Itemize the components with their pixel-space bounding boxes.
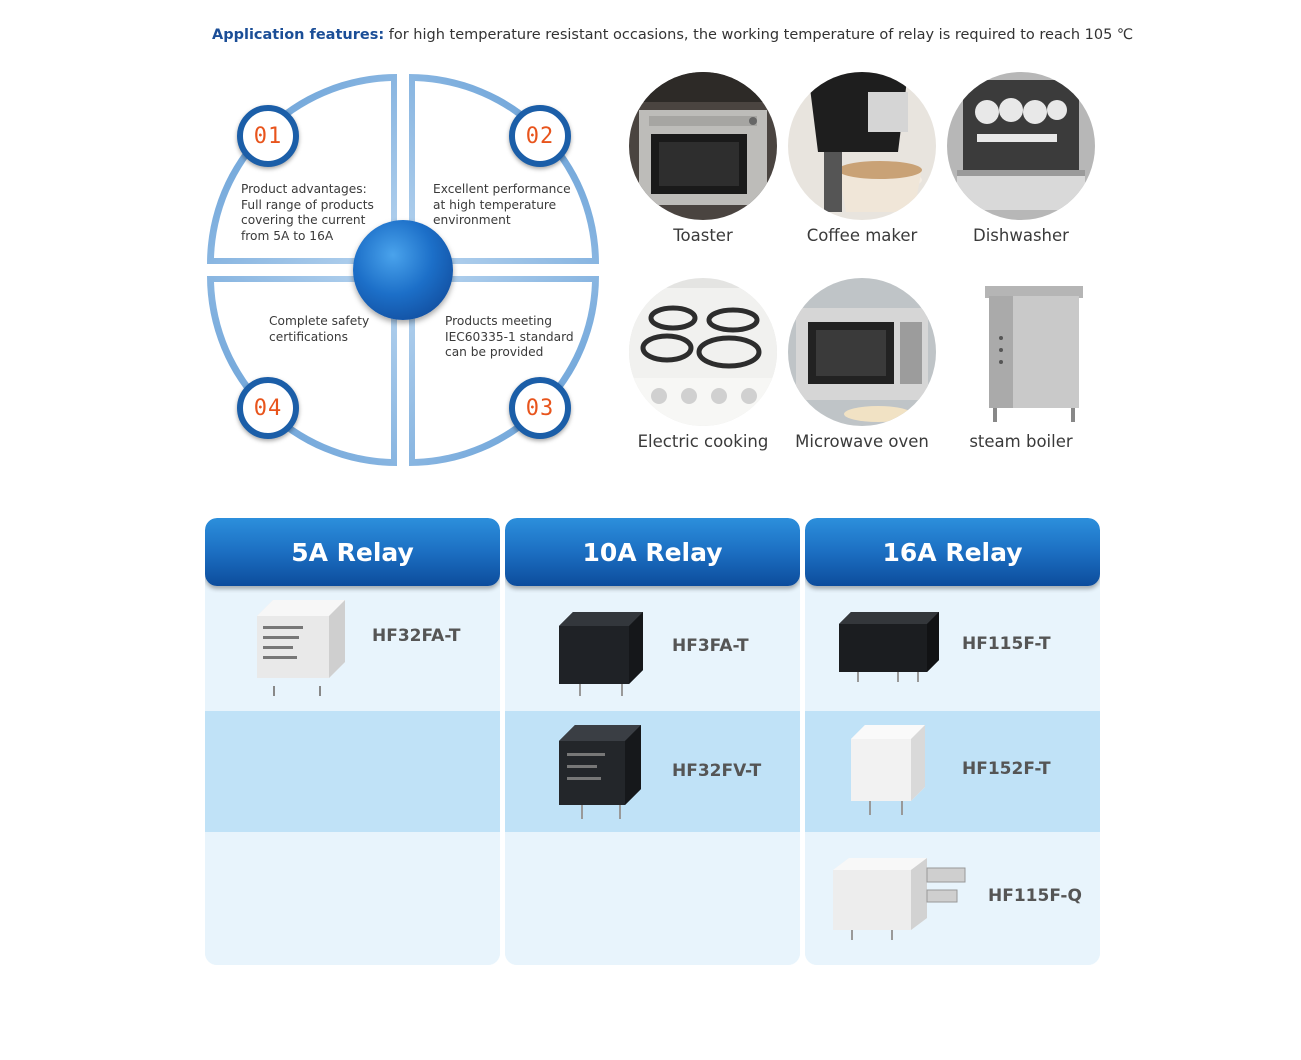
electric-cooktop-image (629, 278, 777, 426)
appliance-steam-boiler: steam boiler (936, 278, 1106, 451)
appliance-coffee-maker: Coffee maker (777, 72, 947, 245)
feature-text-performance: Excellent performance at high temperatur… (433, 182, 571, 227)
application-features-label: Application features: (212, 27, 385, 43)
appliance-caption: Coffee maker (806, 226, 918, 245)
application-features-line: Application features: for high temperatu… (212, 27, 1212, 43)
relay-model-name: HF115F-T (962, 634, 1051, 654)
feature-number-badge: 01 (237, 105, 299, 167)
appliance-microwave: Microwave oven (777, 278, 947, 451)
relay-row: HF152F-T (805, 711, 1100, 832)
appliance-dishwasher: Dishwasher (936, 72, 1106, 245)
relay-column-10a: 10A Relay HF3FA-T HF32FV-T (505, 518, 800, 965)
feature-number-badge: 03 (509, 377, 571, 439)
dishwasher-image (947, 72, 1095, 220)
relay-row (505, 832, 800, 965)
relay-product-image (257, 600, 345, 696)
relay-model-name: HF32FA-T (372, 626, 461, 646)
relay-column-header: 10A Relay (505, 518, 800, 586)
relay-model-name: HF32FV-T (672, 761, 762, 781)
relay-row: HF32FA-T (205, 586, 500, 711)
relay-product-image (833, 858, 966, 940)
microwave-image (788, 278, 936, 426)
relay-model-name: HF3FA-T (672, 636, 749, 656)
relay-row (205, 711, 500, 832)
relay-column-header: 5A Relay (205, 518, 500, 586)
appliance-electric-cooking: Electric cooking (618, 278, 788, 451)
quadrant-rings (207, 74, 599, 466)
relay-product-image (559, 612, 643, 696)
relay-row: HF115F-T (805, 586, 1100, 711)
appliance-caption: Electric cooking (637, 432, 769, 451)
relay-product-image (559, 725, 641, 819)
relay-row: HF32FV-T (505, 711, 800, 832)
coffee-maker-image (788, 72, 936, 220)
relay-row: HF115F-Q (805, 832, 1100, 965)
feature-text-iec-standard: Products meeting IEC60335-1 standard can… (445, 314, 574, 359)
relay-product-image (851, 725, 925, 815)
feature-text-certifications: Complete safety certifications (269, 314, 370, 344)
relay-model-name: HF115F-Q (988, 886, 1082, 906)
application-features-text: for high temperature resistant occasions… (388, 27, 1134, 43)
appliance-caption: Dishwasher (973, 226, 1069, 245)
relay-column-5a: 5A Relay HF32FA-T (205, 518, 500, 965)
relay-column-16a: 16A Relay HF115F-T HF152F-T HF115F-Q (805, 518, 1100, 965)
appliance-toaster: Toaster (618, 72, 788, 245)
feature-number-badge: 02 (509, 105, 571, 167)
features-diagram: 01 02 03 04 Product advantages: Full ran… (205, 72, 601, 468)
feature-text-product-advantages: Product advantages: Full range of produc… (241, 182, 374, 243)
relay-row: HF3FA-T (505, 586, 800, 711)
relay-product-image (839, 612, 939, 682)
center-hub (353, 220, 453, 320)
feature-number-badge: 04 (237, 377, 299, 439)
toaster-oven-image (629, 72, 777, 220)
relay-column-header: 16A Relay (805, 518, 1100, 586)
appliance-caption: Microwave oven (795, 432, 929, 451)
relay-row (205, 832, 500, 965)
appliance-caption: steam boiler (969, 432, 1073, 451)
steam-boiler-image (947, 278, 1095, 426)
appliance-caption: Toaster (673, 226, 733, 245)
relay-model-name: HF152F-T (962, 759, 1051, 779)
